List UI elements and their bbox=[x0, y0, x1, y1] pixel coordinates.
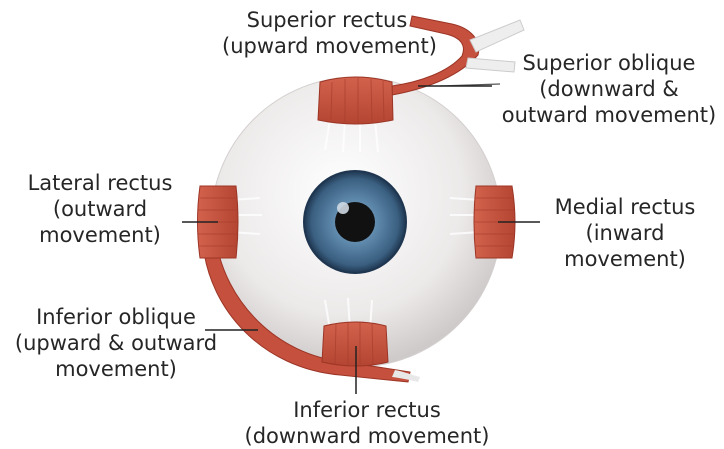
superior-rectus-action: (upward movement) bbox=[222, 33, 432, 59]
label-superior-oblique: Superior oblique (downward & outward mov… bbox=[496, 50, 722, 128]
inferior-oblique-action-2: movement) bbox=[2, 356, 230, 382]
pupil-highlight bbox=[337, 202, 349, 214]
label-inferior-oblique: Inferior oblique (upward & outward movem… bbox=[2, 304, 230, 382]
label-lateral-rectus: Lateral rectus (outward movement) bbox=[10, 170, 190, 248]
label-inferior-rectus: Inferior rectus (downward movement) bbox=[236, 397, 498, 449]
lateral-rectus-action-1: (outward bbox=[10, 196, 190, 222]
superior-oblique-action-2: outward movement) bbox=[496, 102, 722, 128]
superior-rectus-muscle bbox=[318, 77, 393, 124]
superior-rectus-name: Superior rectus bbox=[222, 7, 432, 33]
medial-rectus-name: Medial rectus bbox=[530, 194, 720, 220]
superior-oblique-action-1: (downward & bbox=[496, 76, 722, 102]
lateral-rectus-action-2: movement) bbox=[10, 222, 190, 248]
inferior-rectus-muscle bbox=[322, 322, 388, 366]
label-superior-rectus: Superior rectus (upward movement) bbox=[222, 7, 432, 59]
label-medial-rectus: Medial rectus (inward movement) bbox=[530, 194, 720, 272]
inferior-oblique-name: Inferior oblique bbox=[2, 304, 230, 330]
inferior-rectus-action: (downward movement) bbox=[236, 423, 498, 449]
lateral-rectus-name: Lateral rectus bbox=[10, 170, 190, 196]
superior-oblique-name: Superior oblique bbox=[496, 50, 722, 76]
inferior-oblique-action-1: (upward & outward bbox=[2, 330, 230, 356]
inferior-rectus-name: Inferior rectus bbox=[236, 397, 498, 423]
medial-rectus-action-1: (inward bbox=[530, 220, 720, 246]
medial-rectus-action-2: movement) bbox=[530, 246, 720, 272]
